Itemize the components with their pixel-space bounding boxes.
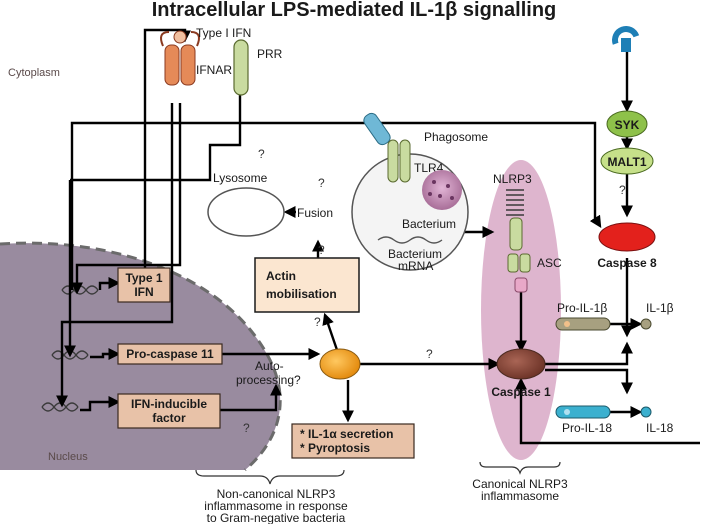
ifn-inducible-box	[117, 393, 221, 429]
question-mark-casp1: ?	[426, 347, 433, 361]
pro-il1b-label: Pro-IL-1β	[557, 301, 607, 315]
question-mark-prr: ?	[258, 147, 265, 161]
nucleus-label: Nucleus	[48, 451, 88, 463]
caspase8-label: Caspase 8	[597, 256, 657, 270]
nlrp3-label: NLRP3	[493, 172, 532, 186]
bacterium-cell	[422, 170, 462, 210]
nuclear-envelope	[0, 241, 282, 472]
noncanonical-caption-3: to Gram-negative bacteria	[207, 511, 346, 524]
canonical-caption-1: Canonical NLRP3	[472, 477, 568, 491]
type1-ifn-box-line2: IFN	[134, 285, 153, 299]
ifnar-receptor	[160, 30, 200, 86]
outcome-line2: * Pyroptosis	[300, 441, 370, 455]
pro-il18-molecule	[555, 405, 611, 419]
auto-processing-line2: processing?	[236, 373, 301, 387]
malt1-label: MALT1	[607, 155, 646, 169]
outcome-box	[291, 423, 415, 459]
lysosome	[207, 187, 285, 237]
outcome-line1: * IL-1α secretion	[300, 427, 393, 441]
question-mark-fusion: ?	[318, 176, 325, 190]
syk-label: SYK	[615, 118, 640, 132]
malt1-node	[600, 147, 654, 175]
il1b-label: IL-1β	[646, 301, 674, 315]
question-mark-malt1: ?	[619, 183, 626, 197]
ifnar-label: IFNAR	[196, 63, 232, 77]
pro-il1b-molecule	[555, 317, 611, 331]
canonical-brace	[479, 461, 561, 475]
actin-mobilisation-box	[254, 257, 360, 313]
asc-label: ASC	[537, 256, 562, 270]
canonical-caption-2: inflammasome	[481, 489, 559, 503]
il18-product	[640, 406, 652, 418]
dectin-receptor	[612, 26, 640, 52]
auto-processing-line1: Auto-	[255, 359, 284, 373]
diagram-title: Intracellular LPS-mediated IL-1β signall…	[152, 0, 557, 21]
actin-line1: Actin	[266, 269, 296, 283]
ifn-inducible-line1: IFN-inducible	[131, 397, 207, 411]
prr-label: PRR	[257, 47, 283, 61]
lysosome-label: Lysosome	[213, 171, 268, 185]
nlrp3-complex	[506, 189, 531, 293]
type1-ifn-ligand-label: Type I IFN	[196, 26, 251, 40]
mrna-strand	[377, 236, 443, 244]
question-mark-ifn-factor: ?	[243, 421, 250, 435]
mrna-label-2: mRNA	[398, 259, 433, 273]
question-mark-actin: ?	[318, 243, 325, 257]
actin-line2: mobilisation	[266, 287, 337, 301]
ifn-inducible-line2: factor	[152, 411, 186, 425]
noncanonical-caption-2: inflammasome in response	[204, 499, 348, 513]
il1b-product	[640, 318, 652, 330]
noncanonical-caption-1: Non-canonical NLRP3	[217, 487, 336, 501]
syk-node	[606, 110, 648, 138]
signalling-arrows	[56, 28, 700, 445]
cytoplasm-label: Cytoplasm	[8, 67, 60, 79]
caspase1-label: Caspase 1	[491, 385, 551, 399]
noncanonical-brace	[195, 469, 345, 485]
pro-caspase11-box	[117, 343, 223, 365]
phagosome-label: Phagosome	[424, 130, 488, 144]
tlr4-receptor	[363, 112, 411, 183]
mrna-label-1: Bacterium	[388, 247, 442, 261]
auto-processing-node	[319, 348, 361, 380]
fusion-label: Fusion	[297, 206, 333, 220]
il18-label: IL-18	[646, 421, 674, 435]
prr-receptor	[233, 39, 249, 96]
caspase1-node	[496, 348, 546, 380]
type1-ifn-box-line1: Type 1	[125, 271, 162, 285]
type1-ifn-box	[117, 267, 171, 303]
pro-il18-label: Pro-IL-18	[562, 421, 612, 435]
pro-caspase11-label: Pro-caspase 11	[126, 347, 214, 361]
bacterium-label: Bacterium	[402, 217, 456, 231]
question-mark-auto: ?	[314, 315, 321, 329]
caspase8-node	[598, 222, 656, 252]
